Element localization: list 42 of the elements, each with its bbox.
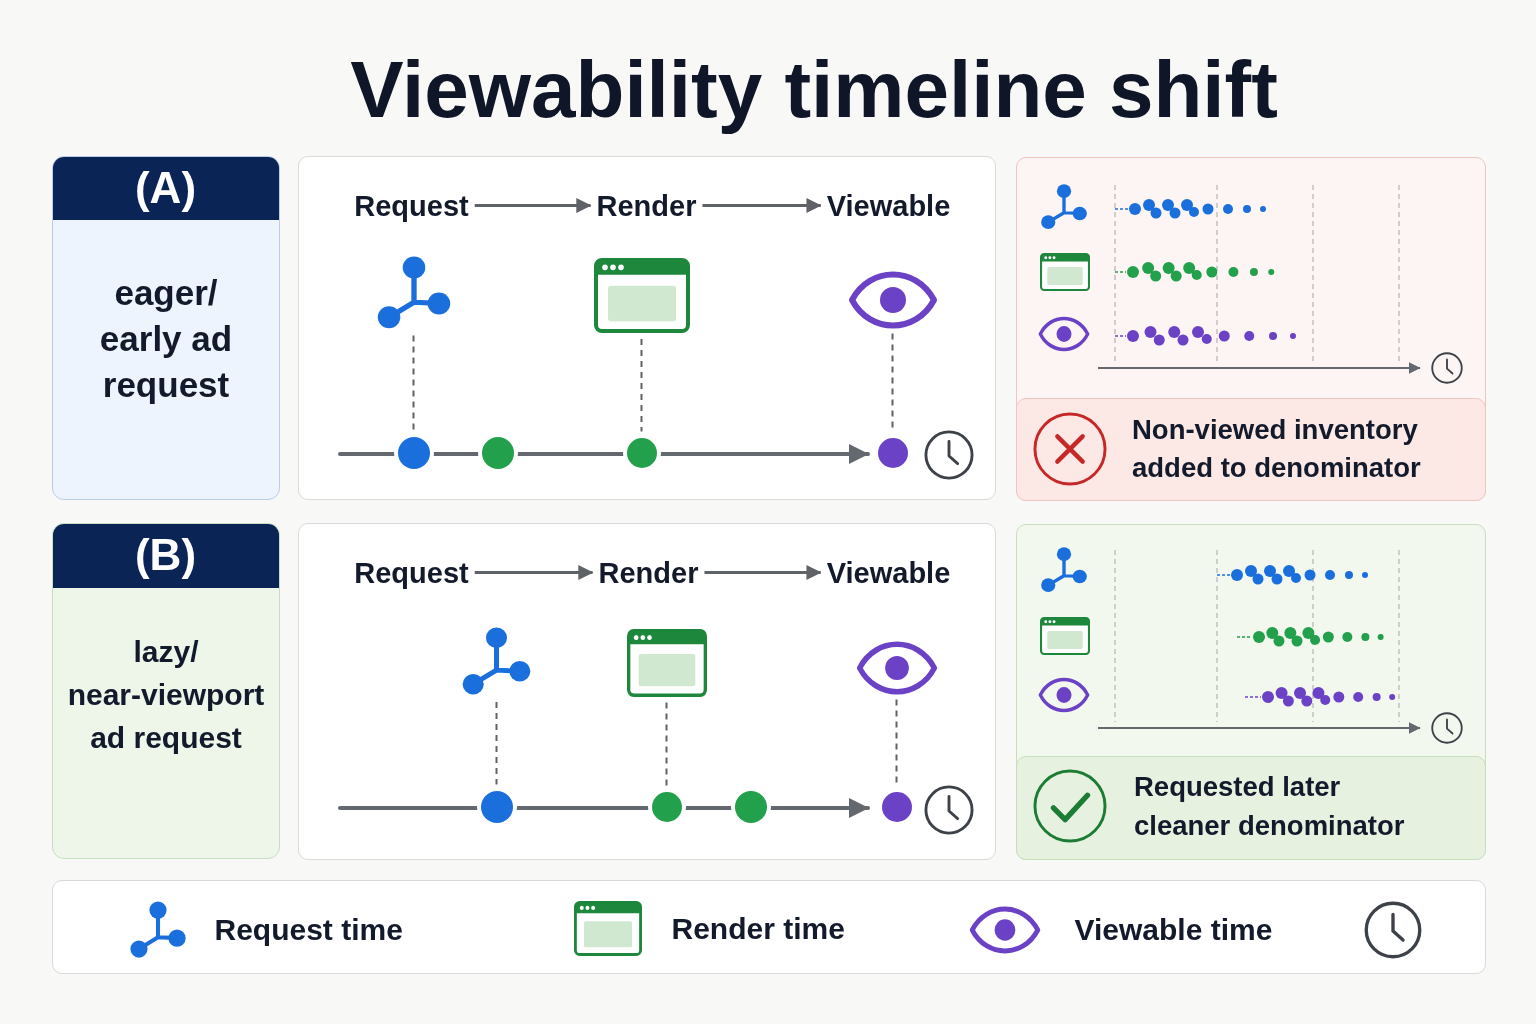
timeline-panel [298,523,996,860]
timeline-dot-icon [397,436,430,469]
card-header: (B) [53,524,279,588]
legend-label: Render time [671,911,845,946]
eye-icon [847,271,938,328]
diagram-title: Viewability timeline shift [350,44,1278,136]
timeline-dot-icon [877,437,908,468]
dashed-connector [640,338,643,433]
card-header: (A) [53,157,279,220]
node-graph-icon [375,255,452,330]
step-label: Request [354,189,469,222]
legend-label: Viewable time [1074,912,1273,947]
result-banner [1015,755,1486,860]
arrow [704,565,822,580]
step-label: Viewable [826,189,951,222]
row-label: eager/ early ad request [98,271,234,406]
label-card [52,523,280,859]
browser-window-icon [593,258,690,333]
browser-window-icon [626,628,707,697]
timeline-dot-icon [480,790,513,823]
timeline-dot-icon [651,791,682,822]
result-banner [1015,397,1486,501]
label-card [52,156,280,500]
row-label: lazy/ near-viewport ad request [66,633,266,756]
step-label: Request [354,556,469,589]
node-graph-icon [461,627,532,696]
dashed-connector [495,701,498,786]
legend-label: Request time [214,912,403,947]
step-label: Render [596,189,697,222]
timeline-dot-icon [626,437,657,468]
step-label: Render [598,556,699,589]
result-text: Requested later cleaner denominator [1134,770,1406,843]
dashed-connector [665,701,668,787]
dashed-connector [412,334,415,432]
eye-icon [855,641,938,694]
arrow [474,565,594,580]
step-label: Viewable [826,556,951,589]
timeline-dot-icon [881,791,912,822]
timeline-panel [298,156,996,500]
arrow [474,198,592,213]
arrow [702,198,822,213]
result-text: Non-viewed inventory added to denominator [1132,413,1422,485]
